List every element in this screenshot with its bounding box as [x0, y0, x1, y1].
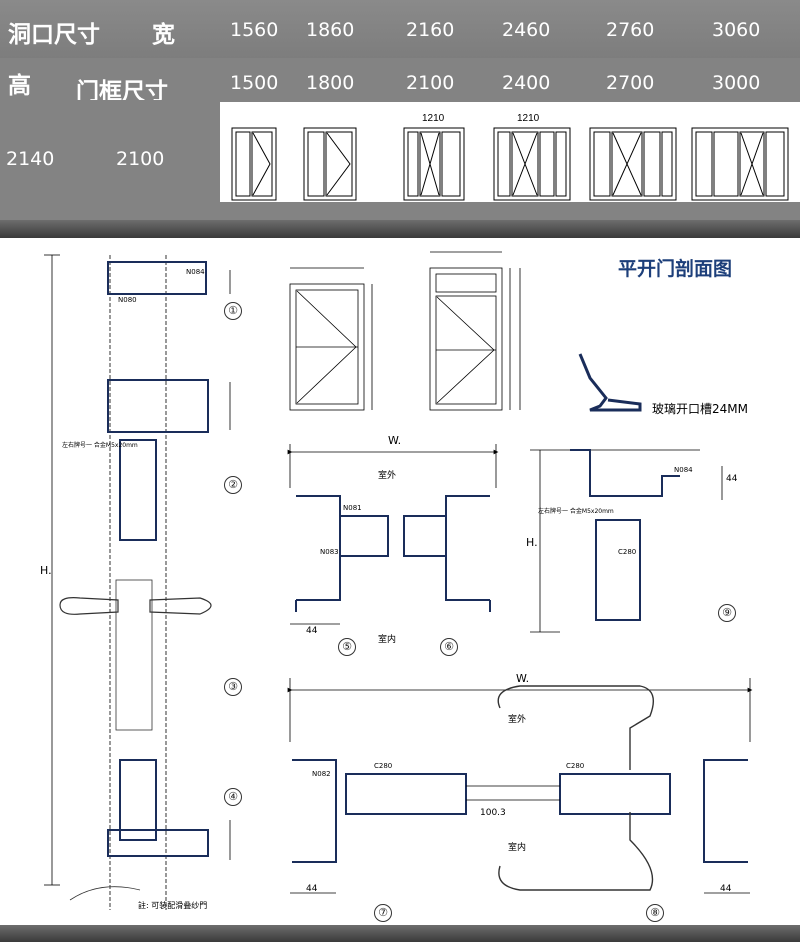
vertical-section [44, 254, 231, 910]
frame-width-1: 1500 [230, 72, 279, 94]
opening-size-label: 洞口尺寸 [8, 22, 100, 48]
thumb-1800 [303, 127, 357, 201]
thumb-2400 [493, 127, 571, 201]
section-num-4: ④ [224, 788, 242, 806]
inside-label-5: 室内 [378, 635, 397, 645]
code-n084-left: N084 [186, 268, 205, 276]
glass-slot-profile [578, 353, 642, 412]
opening-width-6: 3060 [712, 19, 761, 41]
section-num-2: ② [224, 476, 242, 494]
opening-width-2: 1860 [306, 19, 355, 41]
code-c280-8: C280 [566, 762, 585, 770]
door-elevations [289, 251, 521, 411]
section-num-8: ⑧ [646, 904, 664, 922]
dim-h-left: H. [40, 564, 52, 577]
screw-note-9: 左右牌号一 合金M5x20mm [538, 508, 614, 515]
code-n083: N083 [320, 548, 339, 556]
frame-width-6: 3000 [712, 72, 761, 94]
opening-height: 2140 [6, 148, 55, 170]
section-num-5: ⑤ [338, 638, 356, 656]
screen-note: 註: 可装配滑叠纱門 [138, 901, 208, 910]
header-row-opening: 洞口尺寸 宽 1560 1860 2160 2460 2760 3060 [0, 0, 800, 58]
height-label: 高 [8, 73, 31, 99]
frame-height: 2100 [116, 148, 165, 170]
section-num-6: ⑥ [440, 638, 458, 656]
dim-w-7-8: W. [516, 672, 530, 685]
dim-44-5: 44 [306, 626, 318, 636]
thumb-2700 [589, 127, 677, 201]
opening-width-3: 2160 [406, 19, 455, 41]
thumb-strip [220, 202, 800, 220]
section-num-7: ⑦ [374, 904, 392, 922]
thumb-2100 [403, 127, 465, 201]
outside-label-5: 室外 [378, 471, 397, 481]
screw-note-left: 左右牌号一 合金M5x20mm [62, 442, 138, 449]
diagram-title: 平开门剖面图 [618, 258, 733, 280]
dim-44-9: 44 [726, 474, 738, 484]
frame-width-4: 2400 [502, 72, 551, 94]
opening-width-4: 2460 [502, 19, 551, 41]
code-n084-9: N084 [674, 466, 693, 474]
opening-width-1: 1560 [230, 19, 279, 41]
section-7-8 [287, 678, 753, 894]
outside-label-7: 室外 [508, 715, 527, 725]
code-n081: N081 [343, 504, 362, 512]
code-n082: N082 [312, 770, 331, 778]
section-9 [530, 449, 723, 633]
section-num-1: ① [224, 302, 242, 320]
header-height-column: 2140 2100 [0, 100, 220, 220]
frame-width-2: 1800 [306, 72, 355, 94]
section-5-6 [287, 444, 499, 625]
bottom-band [0, 925, 800, 942]
code-c280-9: C280 [618, 548, 637, 556]
glass-slot-label: 玻璃开口槽24MM [652, 402, 748, 416]
code-c280-7: C280 [374, 762, 393, 770]
header-row-frame: 高 门框尺寸 1500 1800 2100 2400 2700 3000 [0, 58, 800, 110]
width-label: 宽 [152, 22, 175, 48]
code-n080: N080 [118, 296, 137, 304]
frame-width-3: 2100 [406, 72, 455, 94]
dim-44-8: 44 [720, 884, 732, 894]
thumb-3000 [691, 127, 789, 201]
thumb-label-1: 1210 [422, 113, 445, 124]
thumb-label-2: 1210 [517, 113, 540, 124]
section-num-3: ③ [224, 678, 242, 696]
divider-band [0, 220, 800, 238]
dim-h-9: H. [526, 536, 538, 549]
section-num-9: ⑨ [718, 604, 736, 622]
thumb-1500 [231, 127, 277, 201]
inside-label-7: 室内 [508, 843, 527, 853]
dim-w-5-6: W. [388, 434, 402, 447]
frame-width-5: 2700 [606, 72, 655, 94]
dim-100-3: 100.3 [480, 808, 506, 818]
dim-44-7: 44 [306, 884, 318, 894]
opening-width-5: 2760 [606, 19, 655, 41]
